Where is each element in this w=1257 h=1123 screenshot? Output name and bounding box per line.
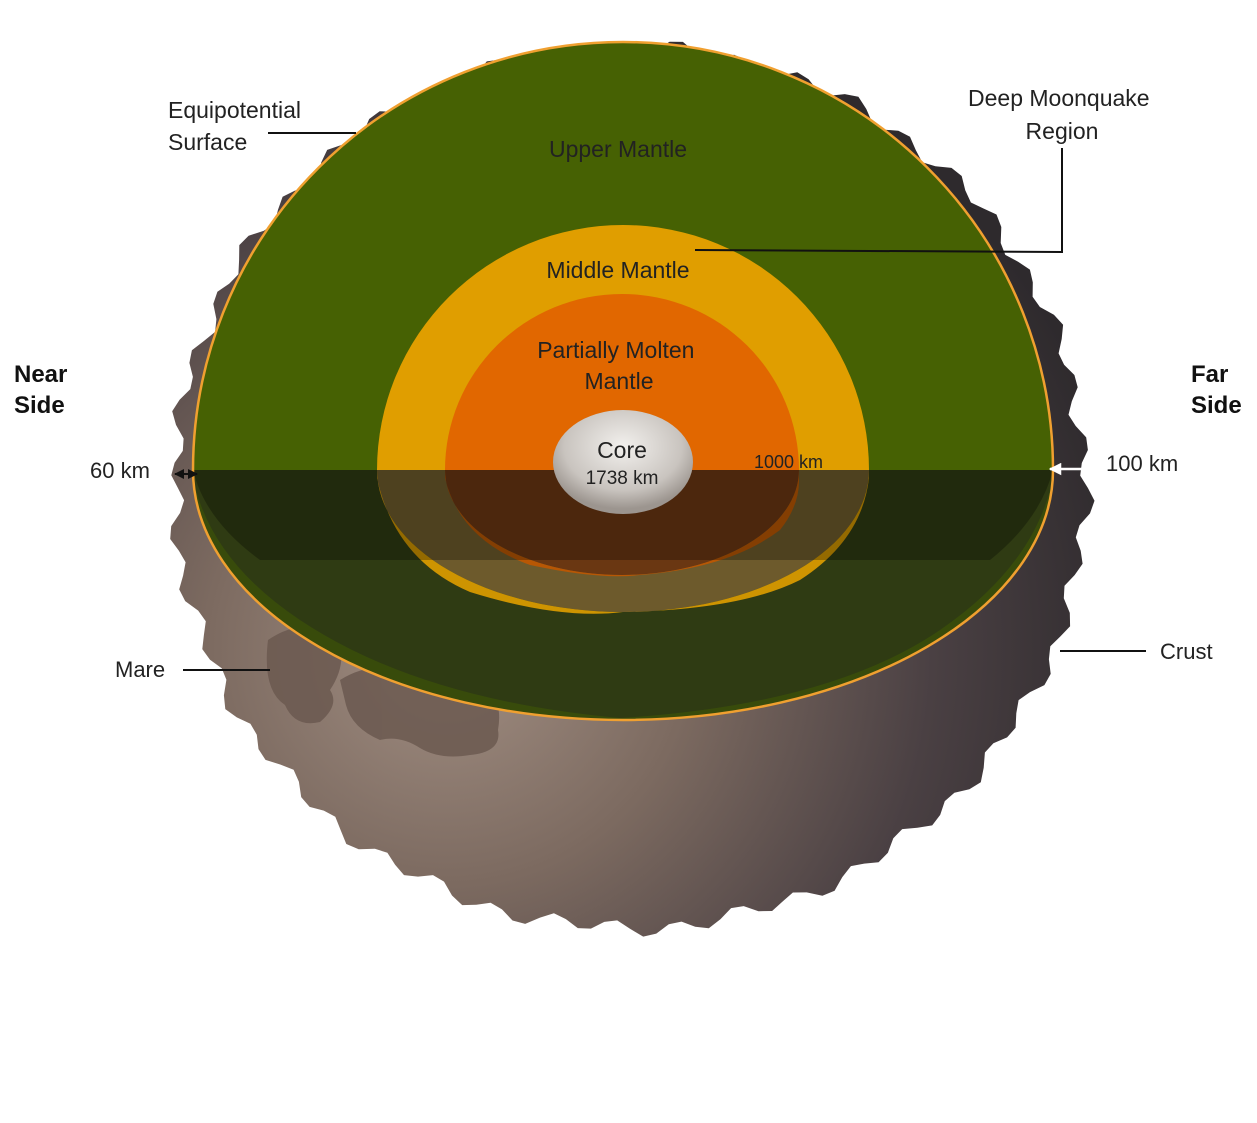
deep-moonquake-label: Deep Moonquake Region — [968, 85, 1156, 144]
core-radius-label: 1738 km — [586, 468, 659, 489]
upper-mantle-label: Upper Mantle — [549, 136, 687, 162]
crust-label: Crust — [1160, 639, 1213, 664]
middle-depth-label: 1000 km — [754, 452, 823, 472]
lower-shaded-section — [193, 470, 1053, 720]
equipotential-surface-label: Equipotential Surface — [168, 97, 307, 155]
middle-mantle-label: Middle Mantle — [546, 257, 689, 283]
partially-molten-label: Partially Molten Mantle — [537, 337, 701, 394]
core-label: Core — [597, 437, 647, 463]
far-side-label: Far Side — [1191, 361, 1242, 419]
cut-shadow — [193, 470, 1053, 560]
far-thickness-label: 100 km — [1106, 451, 1178, 476]
core — [553, 410, 693, 514]
deep-moonquake-leader — [694, 148, 1063, 254]
near-side-label: Near Side — [14, 361, 74, 419]
mare-label: Mare — [115, 657, 165, 682]
near-thickness-label: 60 km — [90, 458, 150, 483]
